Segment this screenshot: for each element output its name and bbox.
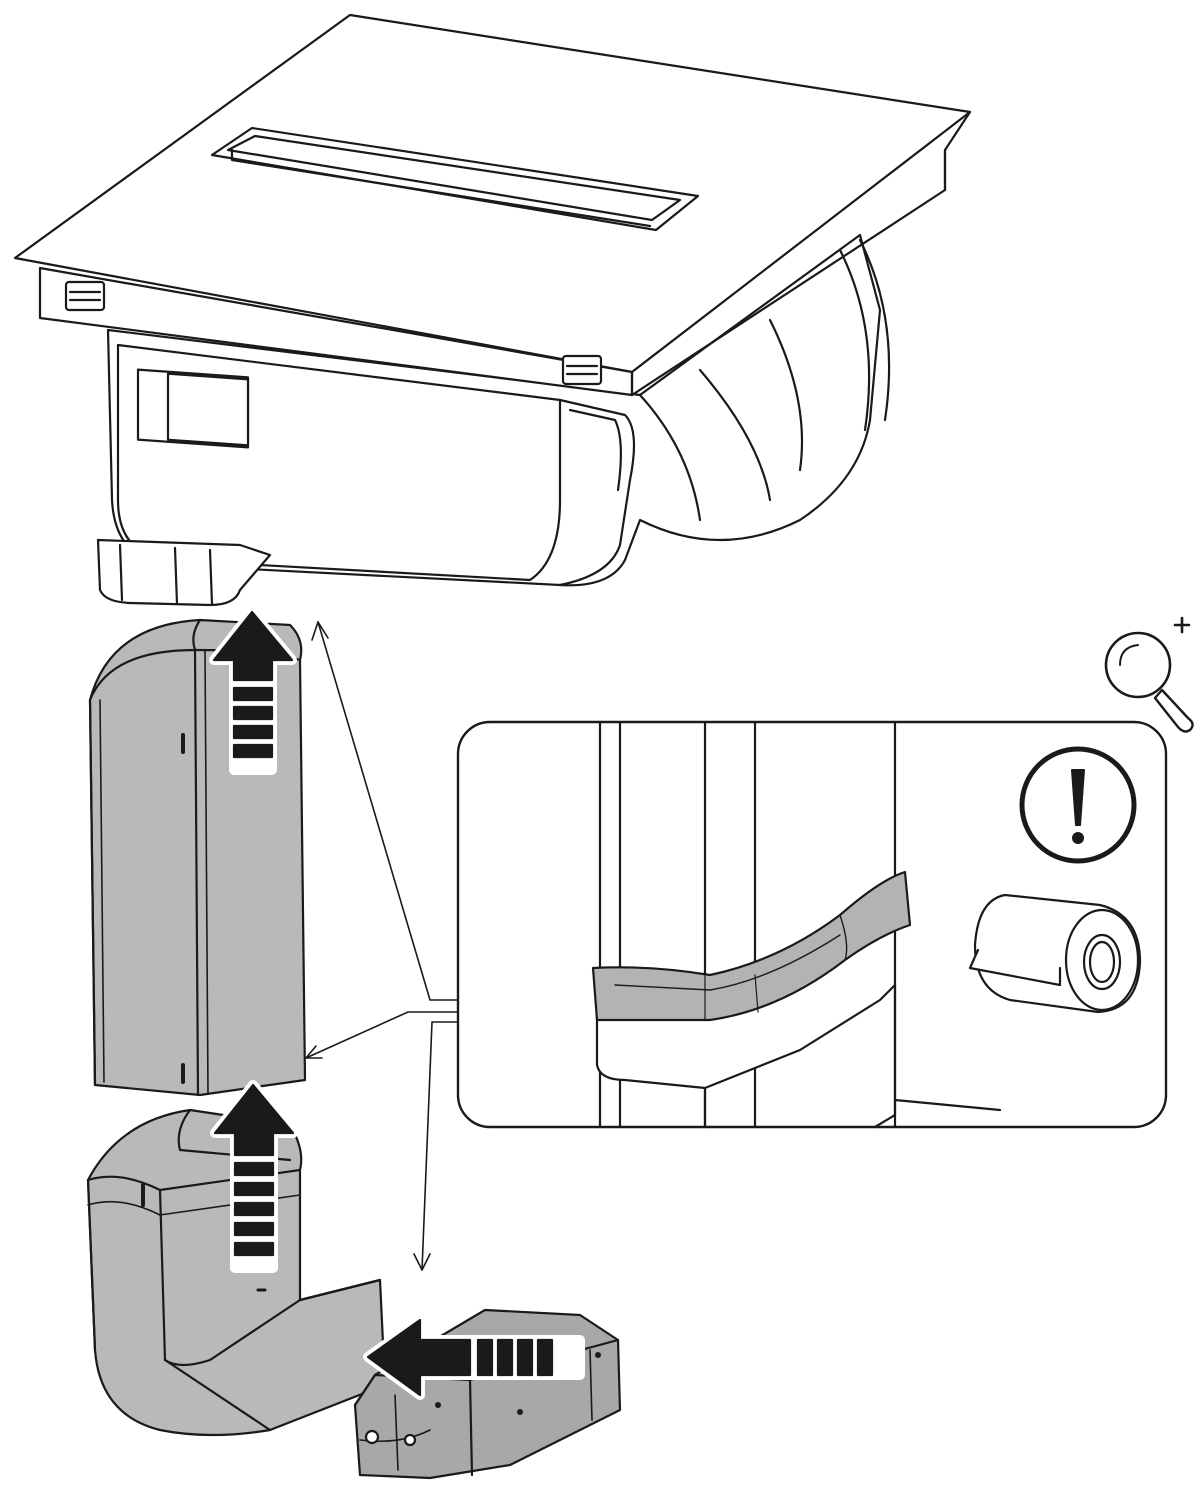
up-arrow-vertical-duct [209,607,297,775]
tape-roll-icon [968,893,1142,1014]
exclamation-circle-icon [1019,746,1137,864]
tape-band [591,870,912,1022]
left-arrow-filter [363,1315,585,1400]
up-arrow-elbow [210,1080,298,1273]
extraction-slot [210,126,700,232]
housing-foot [96,538,272,607]
leader-lines [305,621,459,1271]
mount-clip-right [561,354,603,386]
detail-callout [456,720,1168,1129]
magnifier-plus-icon [1104,616,1194,733]
hob-unit [13,13,972,607]
mount-clip-left [64,280,106,312]
